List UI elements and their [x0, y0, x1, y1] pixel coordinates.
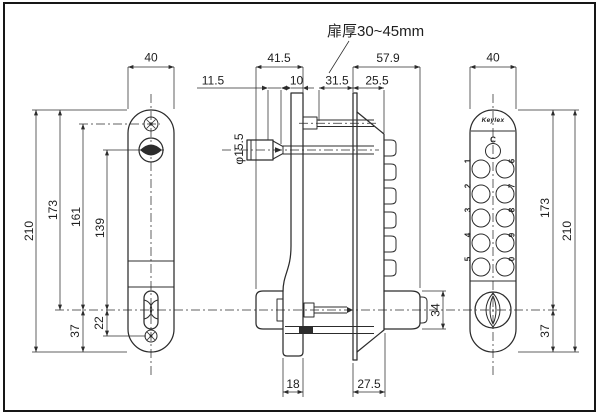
dim-label-left-37: 37	[68, 324, 82, 338]
clear-button	[485, 143, 501, 159]
dim-label-27-5: 27.5	[357, 377, 381, 391]
dim-label-right-173: 173	[538, 198, 552, 218]
inside-plate-outline	[127, 109, 175, 353]
digit-1: 1	[464, 158, 473, 163]
digit-8: 8	[508, 207, 517, 212]
spindle-shaft	[291, 145, 374, 155]
dim-label-left-139: 139	[93, 218, 107, 238]
note-leader-line	[328, 40, 350, 74]
left-view	[127, 109, 175, 353]
digit-7: 7	[508, 183, 517, 188]
section-view	[246, 92, 428, 361]
digit-9: 9	[508, 232, 517, 237]
dim-label-41-5: 41.5	[267, 51, 291, 65]
right-view: Keylex C 1 2 3 4 5 6 7 8 9 0	[464, 109, 517, 353]
upper-fixing-rod	[302, 116, 374, 130]
keypad-back-plate	[352, 92, 358, 361]
phi-leader-arrow	[275, 147, 282, 153]
digit-0: 0	[508, 256, 517, 261]
keypad-body-section	[356, 111, 385, 353]
digit-buttons	[471, 159, 515, 277]
digit-6: 6	[508, 158, 517, 163]
top-screw-icon	[143, 116, 159, 132]
digit-5: 5	[464, 256, 473, 261]
right-view-dimensions: 40 173 37 210	[469, 51, 579, 353]
lower-threaded-rod	[285, 326, 374, 334]
dim-label-left-width: 40	[144, 51, 158, 65]
dim-label-left-210: 210	[22, 221, 36, 241]
digit-3: 3	[464, 207, 473, 212]
dim-label-left-161: 161	[69, 207, 83, 227]
image-frame	[3, 2, 596, 412]
dim-label-right-width: 40	[486, 51, 500, 65]
thumbturn-icon	[143, 290, 159, 330]
dim-label-10: 10	[290, 74, 304, 88]
dim-label-right-210: 210	[560, 221, 574, 241]
section-view-dimensions: 41.5 57.9 11.5 10 31.5 25.5 φ15.5 18 27.…	[197, 51, 446, 397]
keypad-button-bumps	[384, 139, 397, 277]
thumbturn-neck	[276, 298, 284, 322]
clear-button-label: C	[490, 136, 496, 145]
spindle-cylinder	[246, 139, 292, 161]
door-thickness-note: 扉厚30~45mm	[327, 23, 424, 74]
door-thickness-label: 扉厚30~45mm	[327, 23, 424, 40]
digit-4: 4	[464, 232, 473, 237]
left-view-dimensions: 210 173 161 139 37 22 40	[22, 51, 175, 353]
dim-label-31-5: 31.5	[325, 74, 349, 88]
inside-plate-section	[282, 92, 304, 357]
knob-face-icon	[474, 291, 512, 329]
thumbturn-knob-section	[255, 290, 284, 330]
dim-label-phi-15-5: φ15.5	[232, 133, 246, 164]
digit-2: 2	[464, 183, 473, 188]
keypad-plate-outline	[469, 109, 517, 353]
dim-label-left-22: 22	[92, 316, 106, 330]
digit-labels: 1 2 3 4 5 6 7 8 9 0	[464, 158, 517, 261]
center-fixing-bolt	[303, 302, 353, 318]
dim-label-11-5: 11.5	[202, 74, 225, 88]
dim-label-left-173: 173	[46, 200, 60, 220]
dim-label-right-37: 37	[538, 324, 552, 338]
dim-label-34: 34	[429, 303, 443, 317]
dim-label-57-9: 57.9	[376, 51, 400, 65]
dim-label-25-5: 25.5	[365, 74, 389, 88]
brand-logo: Keylex	[482, 117, 505, 124]
dim-label-18: 18	[286, 377, 300, 391]
outside-knob-section	[383, 290, 428, 330]
